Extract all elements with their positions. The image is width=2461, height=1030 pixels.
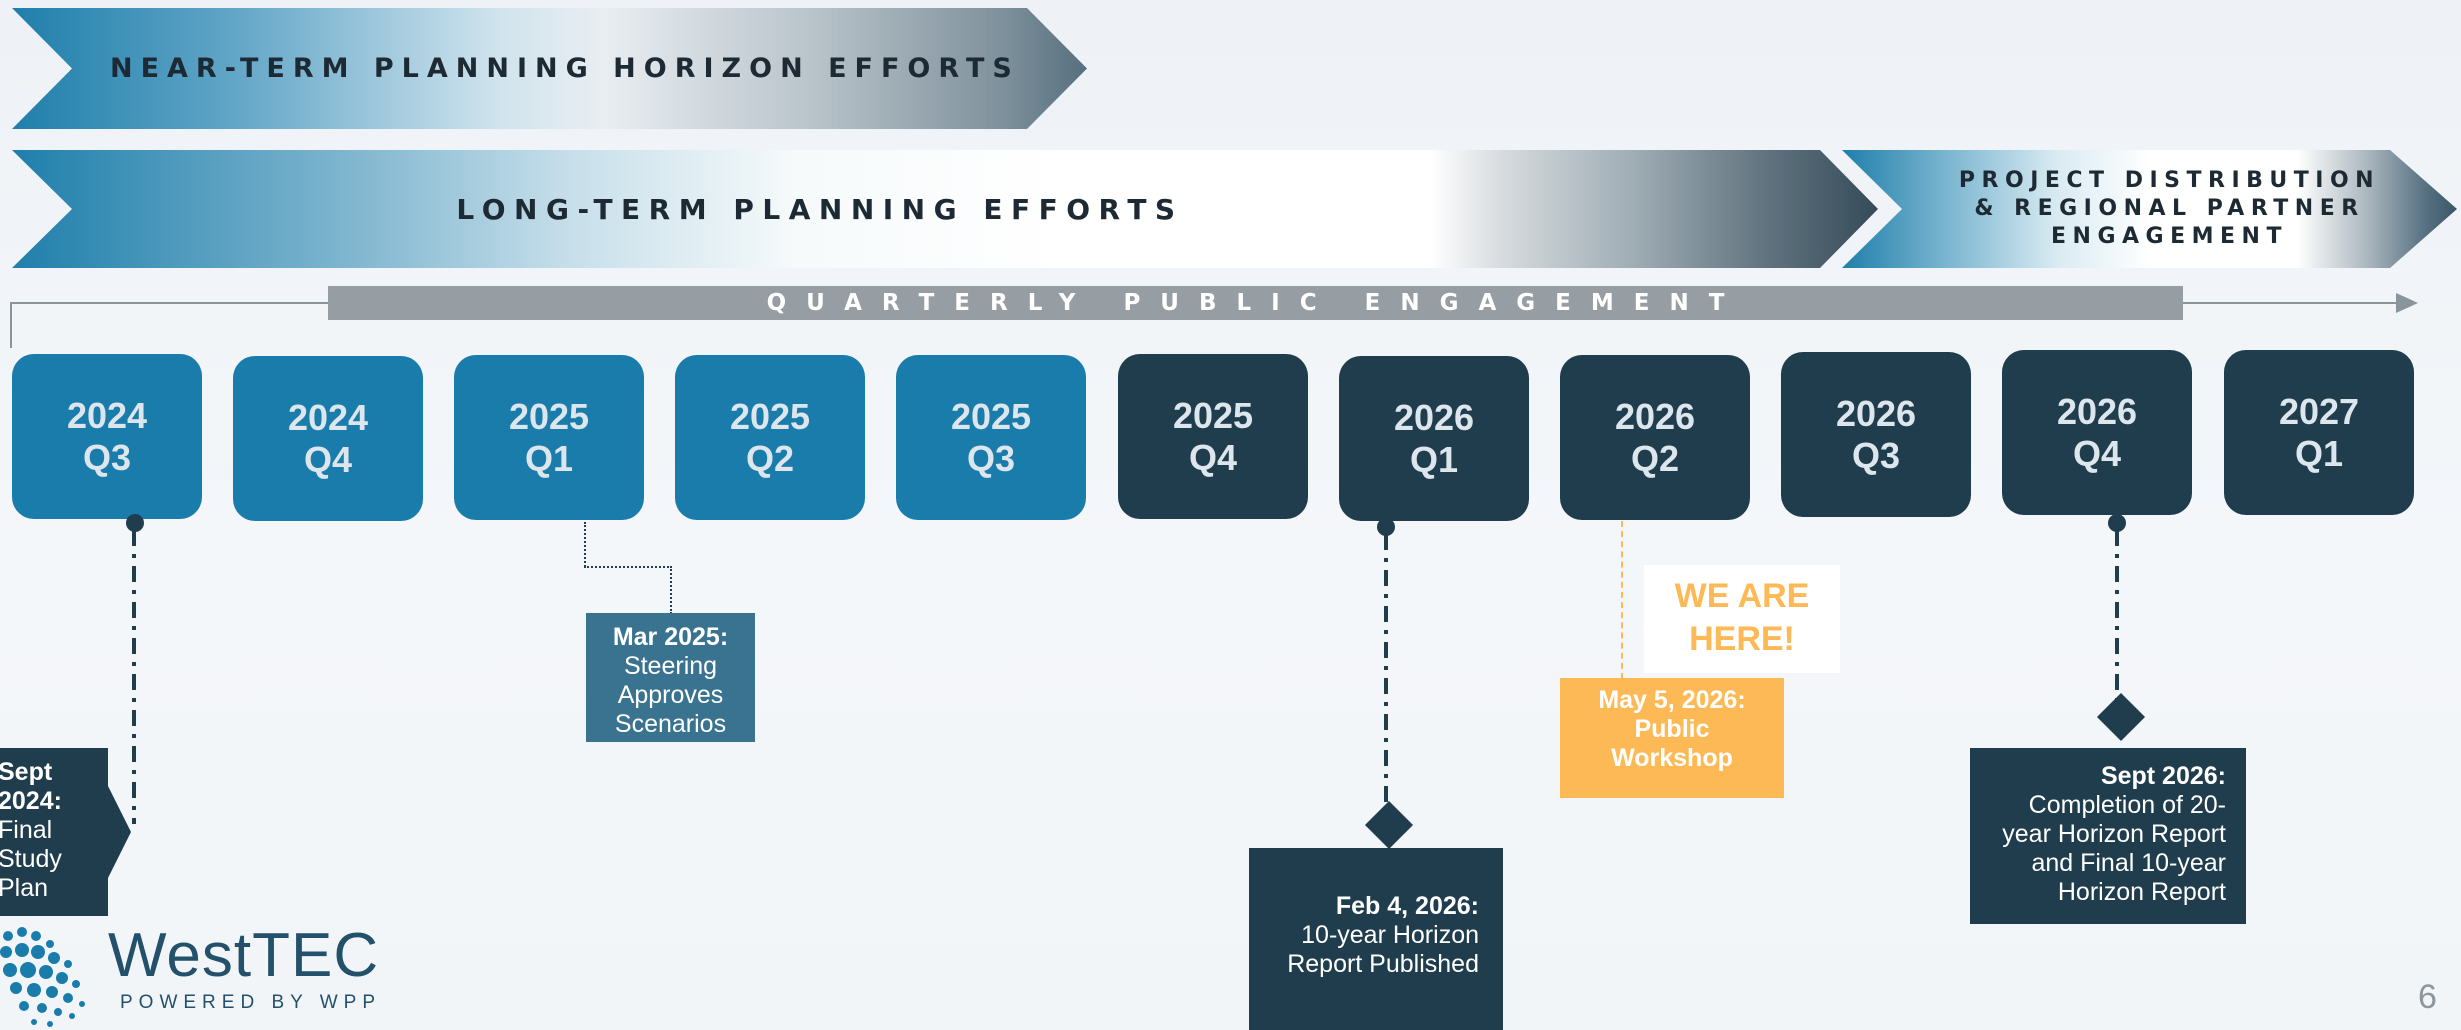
long-term-banner: LONG-TERM PLANNING EFFORTS <box>12 150 1878 268</box>
quarter-2025-q2: 2025 Q2 <box>675 355 865 520</box>
quarter-year: 2026 <box>1835 392 1917 434</box>
quarter-2025-q1: 2025 Q1 <box>454 355 644 520</box>
project-label: PROJECT DISTRIBUTION & REGIONAL PARTNER … <box>1959 167 2380 251</box>
quarter-2026-q2: 2026 Q2 <box>1560 355 1750 520</box>
milestone-sept-2024: Sept 2024: Final Study Plan <box>0 748 108 916</box>
milestone-text: 10-year Horizon <box>1301 921 1479 949</box>
milestone-feb-2026: Feb 4, 2026: 10-year Horizon Report Publ… <box>1249 848 1503 1030</box>
quarterly-engagement-bar: QUARTERLY PUBLIC ENGAGEMENT <box>328 286 2183 320</box>
quarter-label: Q3 <box>966 437 1016 479</box>
quarter-label: Q4 <box>2072 432 2122 474</box>
project-label-line2: & REGIONAL PARTNER <box>1974 196 2365 221</box>
connector-dot-sept-2024 <box>126 514 144 532</box>
milestone-text: Steering <box>623 652 718 680</box>
connector-dot-sept-2026 <box>2108 514 2126 532</box>
milestone-text: Final <box>0 816 53 844</box>
milestone-text: Study <box>0 845 62 873</box>
quarter-year: 2025 <box>1172 394 1254 436</box>
timeline-arrow-icon <box>2396 293 2418 313</box>
milestone-date: 2024: <box>0 787 62 815</box>
quarter-year: 2026 <box>2056 390 2138 432</box>
quarter-year: 2025 <box>729 395 811 437</box>
quarter-label: Q2 <box>745 437 795 479</box>
quarter-2025-q4: 2025 Q4 <box>1118 354 1308 519</box>
quarter-year: 2024 <box>66 394 148 436</box>
quarter-label: Q3 <box>1851 434 1901 476</box>
milestone-date: Feb 4, 2026: <box>1335 892 1479 920</box>
quarter-2024-q3: 2024 Q3 <box>12 354 202 519</box>
engagement-label: QUARTERLY PUBLIC ENGAGEMENT <box>766 290 1745 316</box>
quarter-label: Q1 <box>524 437 574 479</box>
quarter-year: 2025 <box>950 395 1032 437</box>
quarter-2026-q4: 2026 Q4 <box>2002 350 2192 515</box>
quarter-2025-q3: 2025 Q3 <box>896 355 1086 520</box>
connector-dot-feb-2026 <box>1377 518 1395 536</box>
logo-name: WestTEC <box>108 921 380 990</box>
milestone-text: Scenarios <box>614 710 727 738</box>
quarter-label: Q3 <box>82 436 132 478</box>
near-term-banner: NEAR-TERM PLANNING HORIZON EFFORTS <box>12 8 1087 129</box>
project-label-line1: PROJECT DISTRIBUTION <box>1958 168 2381 193</box>
quarter-label: Q4 <box>303 438 353 480</box>
quarter-2026-q1: 2026 Q1 <box>1339 356 1529 521</box>
connector-line-sept-2026 <box>2115 530 2119 700</box>
project-distribution-banner: PROJECT DISTRIBUTION & REGIONAL PARTNER … <box>1842 150 2457 268</box>
quarter-label: Q4 <box>1188 436 1238 478</box>
milestone-text: Completion of 20- <box>2028 791 2226 819</box>
quarter-year: 2026 <box>1393 396 1475 438</box>
milestone-text: and Final 10-year <box>2031 849 2226 877</box>
quarter-year: 2026 <box>1614 395 1696 437</box>
connector-line-mar-2025 <box>584 522 586 567</box>
quarter-year: 2025 <box>508 395 590 437</box>
westtec-logo-icon <box>0 927 85 1027</box>
diamond-icon <box>2096 692 2146 742</box>
milestone-text: Plan <box>0 874 49 902</box>
quarter-label: Q1 <box>2294 432 2344 474</box>
long-term-label: LONG-TERM PLANNING EFFORTS <box>456 192 1184 226</box>
page-number: 6 <box>2418 978 2437 1016</box>
milestone-date: Sept 2026: <box>2100 762 2226 790</box>
connector-line-feb-2026 <box>1384 534 1388 824</box>
quarter-year: 2027 <box>2278 390 2360 432</box>
milestone-pointer <box>105 780 131 884</box>
milestone-date: Sept <box>0 758 53 786</box>
quarter-year: 2024 <box>287 396 369 438</box>
quarter-2026-q3: 2026 Q3 <box>1781 352 1971 517</box>
quarter-label: Q2 <box>1630 437 1680 479</box>
we-are-here-callout: WE ARE HERE! <box>1644 565 1840 673</box>
milestone-date: Mar 2025: <box>612 623 729 651</box>
diamond-icon <box>1364 800 1414 850</box>
milestone-sept-2026: Sept 2026: Completion of 20- year Horizo… <box>1970 748 2246 924</box>
we-are-here-text: WE ARE <box>1674 577 1810 615</box>
project-label-line3: ENGAGEMENT <box>2051 224 2288 249</box>
milestone-may-2026: May 5, 2026: Public Workshop <box>1560 678 1784 798</box>
connector-line-mar-2025-v <box>670 566 672 614</box>
connector-line-mar-2025-h <box>584 566 672 568</box>
milestone-text: Report Published <box>1287 950 1479 978</box>
milestone-text: Workshop <box>1611 744 1733 772</box>
milestone-text: Public <box>1634 715 1710 743</box>
connector-line-sept-2024 <box>132 530 136 824</box>
timeline-axis-start <box>10 302 12 348</box>
milestone-date: May 5, 2026: <box>1598 686 1746 714</box>
milestone-mar-2025: Mar 2025: Steering Approves Scenarios <box>586 613 755 742</box>
milestone-text: Horizon Report <box>2057 878 2226 906</box>
we-are-here-text: HERE! <box>1689 620 1795 658</box>
near-term-label: NEAR-TERM PLANNING HORIZON EFFORTS <box>110 53 1020 84</box>
logo-tagline: POWERED BY WPP <box>120 992 382 1013</box>
quarter-2027-q1: 2027 Q1 <box>2224 350 2414 515</box>
we-are-here-line <box>1621 521 1623 679</box>
quarter-label: Q1 <box>1409 438 1459 480</box>
milestone-text: Approves <box>617 681 724 709</box>
quarter-2024-q4: 2024 Q4 <box>233 356 423 521</box>
milestone-text: year Horizon Report <box>2002 820 2226 848</box>
